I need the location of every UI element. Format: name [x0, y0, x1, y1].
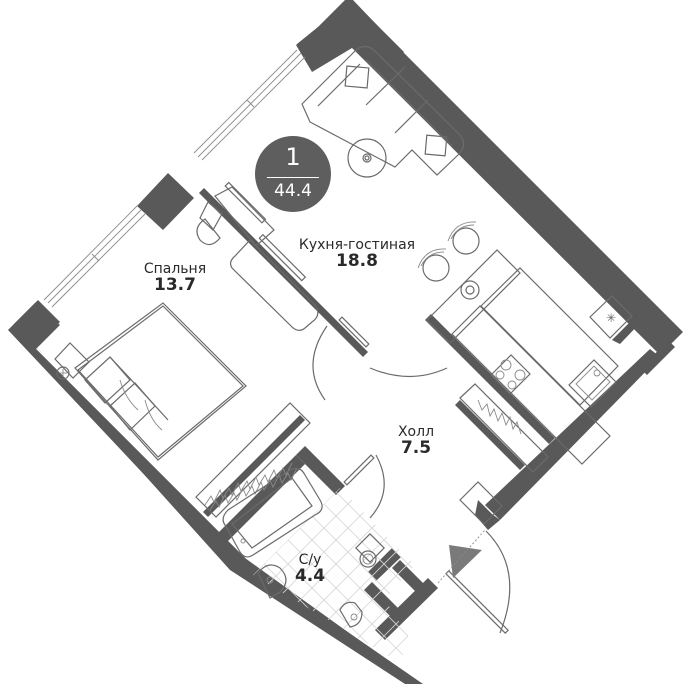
desk-icon: [196, 181, 319, 331]
room-label-bathroom: С/у 4.4: [290, 553, 330, 585]
chair-icon: [417, 221, 480, 282]
room-name: Спальня: [143, 261, 207, 277]
room-name: С/у: [298, 552, 322, 568]
room-name: Кухня-гостиная: [298, 237, 416, 253]
badge-divider: [267, 177, 319, 178]
ventilation-icon: [589, 295, 633, 339]
room-area: 18.8: [336, 251, 378, 271]
doors: [312, 316, 511, 634]
room-area: 13.7: [154, 275, 196, 295]
room-area: 7.5: [400, 438, 432, 458]
wardrobe-icon: [195, 402, 311, 518]
sink-icon: [257, 564, 287, 599]
outer-walls: [8, 0, 683, 684]
sofa-icon: [301, 45, 465, 176]
total-area: 44.4: [274, 181, 312, 201]
bed-icon: [74, 302, 247, 461]
stove-icon: [490, 354, 531, 395]
entrance-arrow-icon: [449, 545, 482, 578]
room-label-hall: Холл 7.5: [393, 425, 439, 457]
windows: [43, 49, 306, 308]
dining-table-icon: [460, 280, 480, 300]
bathtub-icon: [222, 467, 323, 558]
washing-machine-icon: [54, 342, 90, 380]
room-label-bedroom: Спальня 13.7: [140, 262, 210, 294]
kitchen-sink-icon: [568, 359, 617, 408]
total-area-badge: 1 44.4: [255, 136, 331, 212]
room-count: 1: [285, 143, 301, 171]
coffee-table-icon: [347, 138, 387, 178]
interior-walls: [199, 188, 555, 546]
room-label-kitchen-living: Кухня-гостиная 18.8: [295, 238, 419, 270]
kitchen-icon: ✳: [417, 221, 633, 465]
hall-wardrobe-icon: [459, 383, 549, 525]
room-name: Холл: [397, 424, 435, 440]
toilet-icon: [339, 533, 385, 628]
svg-text:✳: ✳: [606, 311, 616, 325]
room-area: 4.4: [294, 566, 326, 586]
